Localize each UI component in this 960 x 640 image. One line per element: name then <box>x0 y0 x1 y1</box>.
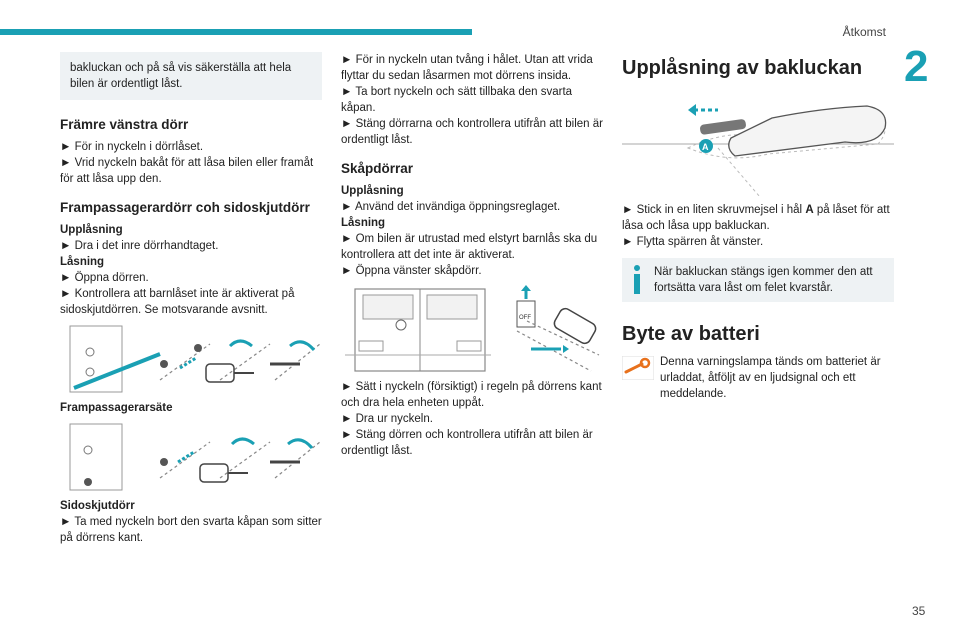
cabinet-lock-line-2: ► Öppna vänster skåpdörr. <box>341 265 482 277</box>
lock-line-2: ► Kontrollera att barnlåset inte är akti… <box>60 288 295 316</box>
cabinet-unlock-label: Upplåsning <box>341 185 404 197</box>
intro-line-2: ► Ta bort nyckeln och sätt tillbaka den … <box>341 86 573 114</box>
tailgate-unlock-heading: Upplåsning av bakluckan <box>622 57 863 79</box>
after-line-2: ► Dra ur nyckeln. <box>341 413 433 425</box>
cabinet-doors-heading: Skåpdörrar <box>341 161 414 176</box>
cabinet-lock-label: Låsning <box>341 217 386 229</box>
battery-text: Denna varningslampa tänds om batteriet ä… <box>660 356 881 400</box>
front-left-line-2: ► Vrid nyckeln bakåt för att låsa bilen … <box>60 157 314 185</box>
header-accent-bar <box>0 29 472 35</box>
cabinet-lock-line-1: ► Om bilen är utrustad med elstyrt barnl… <box>341 233 598 261</box>
after-line-1: ► Sätt i nyckeln (försiktigt) i regeln p… <box>341 381 602 409</box>
unlock-label: Upplåsning <box>60 224 123 236</box>
passenger-door-heading: Frampassagerardörr coh sidoskjutdörr <box>60 200 310 215</box>
section-title: Åtkomst <box>842 25 886 39</box>
sliding-door-label: Sidoskjutdörr <box>60 500 135 512</box>
info-text: När bakluckan stängs igen kommer den att… <box>654 266 873 294</box>
rear-doors-illustration: OFF <box>345 285 600 372</box>
info-note: När bakluckan stängs igen kommer den att… <box>622 258 894 302</box>
battery-replacement-heading: Byte av batteri <box>622 323 760 345</box>
tailgate-line-1-pre: ► Stick in en liten skruvmejsel i hål <box>622 204 806 216</box>
cabinet-unlock-line: ► Använd det invändiga öppningsreglaget. <box>341 201 561 213</box>
column-2: ► För in nyckeln utan tvång i hålet. Uta… <box>341 52 603 459</box>
tailgate-line-1: ► Stick in en liten skruvmejsel i hål A … <box>622 202 894 234</box>
page-number: 35 <box>912 604 926 618</box>
column-1: bakluckan och på så vis säkerställa att … <box>60 52 322 546</box>
intro-line-1: ► För in nyckeln utan tvång i hålet. Uta… <box>341 54 593 82</box>
intro-line-3: ► Stäng dörrarna och kontrollera utifrån… <box>341 118 603 146</box>
column-3: Upplåsning av bakluckan A ► Stick in en … <box>622 52 894 402</box>
battery-warning: Denna varningslampa tänds om batteriet ä… <box>622 354 894 402</box>
tailgate-line-2: ► Flytta spärren åt vänster. <box>622 236 764 248</box>
marker-a: A <box>702 142 709 152</box>
lock-label: Låsning <box>60 256 105 268</box>
lock-line-1: ► Öppna dörren. <box>60 272 149 284</box>
sliding-door-line: ► Ta med nyckeln bort den svarta kåpan s… <box>60 516 322 544</box>
wrench-warning-icon <box>622 356 654 380</box>
passenger-door-lock-illustration <box>69 325 321 393</box>
off-label: OFF <box>519 315 531 321</box>
after-line-3: ► Stäng dörren och kontrollera utifrån a… <box>341 429 593 457</box>
continued-note: bakluckan och på så vis säkerställa att … <box>60 52 322 100</box>
front-left-door-heading: Främre vänstra dörr <box>60 117 189 132</box>
front-left-line-1: ► För in nyckeln i dörrlåset. <box>60 141 204 153</box>
unlock-line: ► Dra i det inre dörrhandtaget. <box>60 240 219 252</box>
chapter-number: 2 <box>904 42 929 91</box>
tailgate-line-1-post: på låset för att låsa och låsa upp baklu… <box>622 204 890 232</box>
tailgate-lock-illustration: A <box>622 104 894 196</box>
front-passenger-seat-caption: Frampassagerarsäte <box>60 402 173 414</box>
passenger-seat-lock-illustration <box>69 423 321 491</box>
info-icon <box>634 265 640 294</box>
tailgate-line-1-bold: A <box>805 204 814 216</box>
